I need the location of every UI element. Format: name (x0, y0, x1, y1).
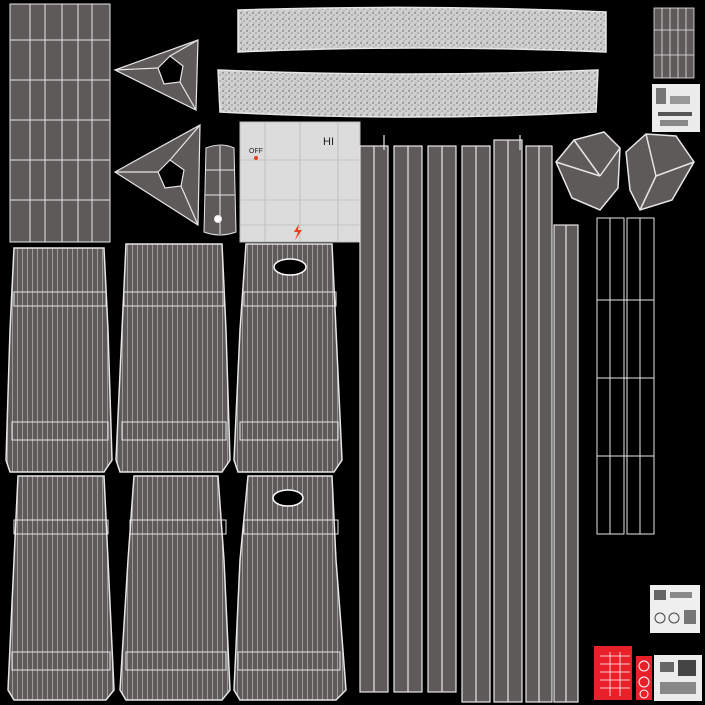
blade-detail-bands (11, 291, 341, 671)
mesh-band-top (237, 6, 607, 53)
hi-label: HI (323, 136, 334, 148)
small-curved-strip (203, 144, 237, 236)
small-decal-mid (650, 585, 700, 633)
mesh-band-bottom (217, 69, 599, 118)
black-grid-strips (596, 217, 655, 535)
triangle-bracket-top (113, 39, 199, 111)
control-panel (239, 121, 361, 243)
gear-decal (636, 655, 702, 701)
mini-strips-top-right (653, 7, 695, 79)
tall-blade-6 (233, 475, 347, 701)
tall-blade-3 (233, 243, 343, 473)
red-decal (594, 646, 632, 700)
off-indicator-dot (254, 156, 258, 160)
tall-blade-5 (119, 475, 231, 701)
power-icon (294, 224, 302, 240)
off-label: OFF (249, 148, 263, 155)
tall-blade-1 (5, 247, 113, 473)
corner-caps (555, 131, 695, 211)
long-rods (359, 135, 579, 703)
tall-blade-2 (115, 243, 231, 473)
triangle-bracket-bottom (113, 123, 201, 227)
tall-blade-4 (7, 475, 115, 701)
small-decal-top (652, 84, 700, 132)
vertical-strip-group (9, 3, 111, 243)
